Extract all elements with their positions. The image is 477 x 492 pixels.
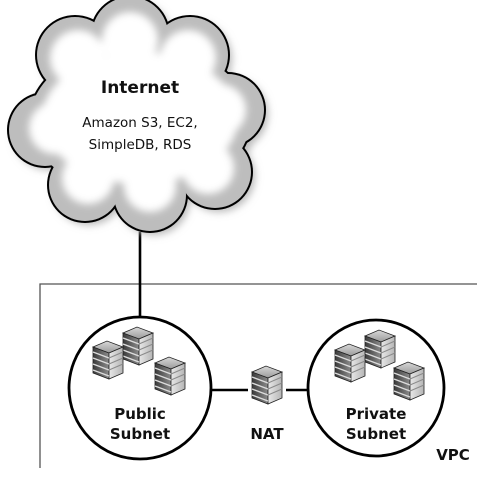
- cloud-icon: [7, 0, 268, 235]
- internet-services-line1: Amazon S3, EC2,: [82, 115, 198, 131]
- internet-title: Internet: [100, 78, 180, 98]
- server-rack-icon: [251, 365, 283, 405]
- vpc-boundary: [39, 283, 477, 468]
- public-subnet-label-line1: Public: [114, 405, 166, 423]
- private-subnet-label-line1: Private: [345, 405, 407, 423]
- public-subnet-label-line2: Subnet: [109, 425, 171, 443]
- internet-services-line2: SimpleDB, RDS: [88, 137, 192, 153]
- vpc-label: VPC: [436, 446, 470, 464]
- nat-label: NAT: [250, 425, 284, 443]
- private-subnet-label-line2: Subnet: [345, 425, 407, 443]
